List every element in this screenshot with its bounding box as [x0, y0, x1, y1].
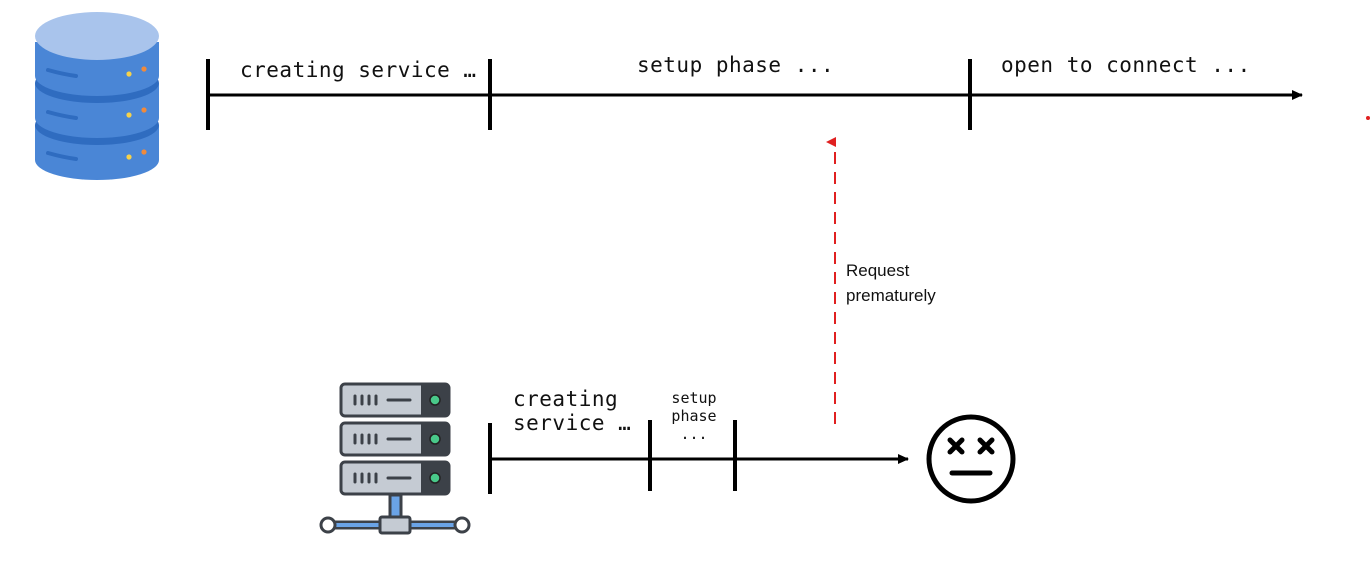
- server-phase-setup-label: setup phase ...: [662, 389, 726, 443]
- db-phase-open-label: open to connect ...: [1001, 53, 1251, 77]
- request-note-line2: prematurely: [846, 286, 936, 305]
- database-icon: [35, 12, 159, 180]
- dead-face-icon: [926, 414, 1016, 504]
- server-rack-icon: [319, 382, 471, 535]
- request-note: Request prematurely: [846, 258, 936, 308]
- server-timeline: [488, 420, 909, 494]
- server-phase-setup-line1: setup: [671, 389, 717, 407]
- server-phase-setup-line2: phase: [671, 407, 717, 425]
- red-dot: [1366, 116, 1370, 120]
- server-phase-creating-line2: service …: [513, 411, 632, 435]
- db-phase-setup-label: setup phase ...: [637, 53, 835, 77]
- db-phase-creating-label: creating service …: [240, 58, 477, 82]
- database-timeline: [206, 59, 1303, 130]
- server-phase-setup-line3: ...: [680, 425, 708, 443]
- server-phase-creating-line1: creating: [513, 387, 619, 411]
- server-phase-creating-label: creating service …: [513, 387, 631, 435]
- request-note-line1: Request: [846, 261, 910, 280]
